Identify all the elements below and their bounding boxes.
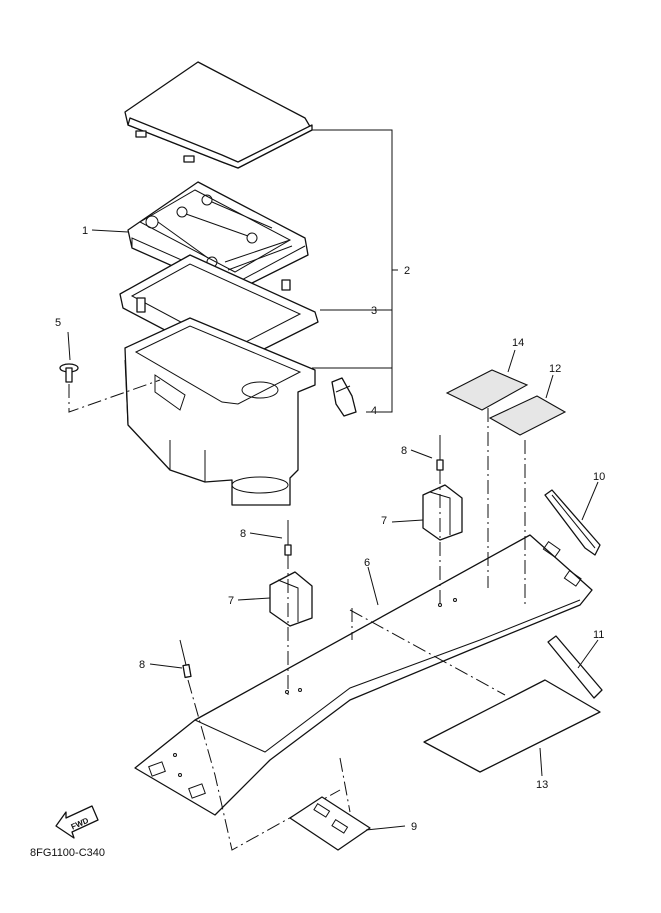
callout-9: 9 — [411, 821, 417, 833]
sheet-13 — [423, 679, 601, 773]
callout-8-upper: 8 — [401, 445, 407, 457]
callout-1: 1 — [82, 225, 88, 237]
box-body — [124, 317, 316, 506]
rivet-upper — [436, 435, 444, 471]
plate — [289, 796, 371, 851]
clip — [331, 377, 357, 417]
callout-14: 14 — [512, 337, 524, 349]
sheet-12 — [488, 395, 567, 436]
band — [544, 489, 601, 556]
callout-2: 2 — [404, 265, 410, 277]
callout-3: 3 — [371, 305, 377, 317]
undertray — [134, 534, 593, 816]
callout-4: 4 — [371, 405, 377, 417]
callout-12: 12 — [549, 363, 561, 375]
callout-6: 6 — [364, 557, 370, 569]
callout-7-lower: 7 — [228, 595, 234, 607]
callout-5: 5 — [55, 317, 61, 329]
fwd-arrow-icon: FWD — [55, 805, 99, 839]
rivet-middle — [284, 520, 292, 556]
callout-8-middle: 8 — [240, 528, 246, 540]
callout-11: 11 — [593, 629, 604, 641]
callout-7-upper: 7 — [381, 515, 387, 527]
tool-tray — [127, 181, 309, 291]
rivet-lower — [179, 639, 192, 679]
callout-8-lower: 8 — [139, 659, 145, 671]
holder-upper — [422, 484, 463, 541]
callout-10: 10 — [593, 471, 605, 483]
box-lid — [124, 61, 313, 169]
screw — [59, 363, 79, 383]
holder-lower — [269, 571, 313, 627]
sheet-14 — [445, 369, 529, 411]
diagram-code: 8FG1100-C340 — [30, 847, 105, 859]
callout-13: 13 — [536, 779, 548, 791]
damper — [547, 635, 603, 699]
